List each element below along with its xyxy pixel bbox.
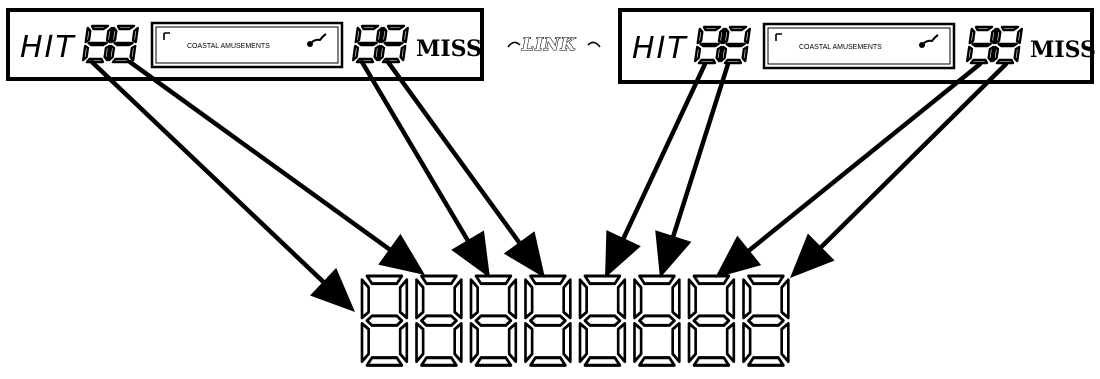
arrow-shaft [127,59,392,252]
arrow-shaft [359,59,470,243]
large-lcd-digit-icon [469,274,518,367]
arrow-shaft [671,61,731,239]
large-lcd-digit-icon [741,274,790,367]
large-eight-digit-display [360,274,790,367]
large-lcd-digit-icon [523,274,572,367]
right-hit-label: HIT [632,31,688,66]
arrow-right-miss-digit-1 [715,61,983,278]
mapping-arrows [89,59,1009,312]
left-music-note-icon [163,32,327,47]
right-music-note-icon [775,33,939,48]
left-brand-text: COASTAL AMUSEMENTS [187,43,270,50]
arrow-left-hit-digit-1 [89,59,355,312]
large-lcd-digit-icon [414,274,463,367]
arrow-shaft [746,61,983,253]
large-lcd-digit-icon [687,274,736,367]
arrow-head-icon [655,230,692,278]
arrow-head-icon [310,267,355,312]
right-brand-text: COASTAL AMUSEMENTS [799,44,882,51]
arrow-shaft [385,59,522,245]
link-label: LINK [521,35,576,55]
arrow-left-miss-digit-1 [359,59,490,278]
arrow-right-hit-digit-2 [655,61,731,278]
arrow-head-icon [605,230,641,278]
arrow-head-icon [503,231,545,278]
left-scoreboard-panel: HIT COASTAL AMUSEMENTS MISS [6,8,484,81]
arrow-right-miss-digit-2 [790,61,1009,278]
right-miss-label: MISS [1030,37,1096,63]
arrow-head-icon [378,233,425,275]
arrow-head-icon [715,235,762,278]
left-hit-label: HIT [20,30,76,65]
arrow-right-hit-digit-1 [605,61,708,278]
arrow-shaft [819,61,1009,250]
left-miss-label: MISS [416,36,482,62]
link-logo: LINK [507,34,601,56]
large-lcd-digit-icon [578,274,627,367]
arrow-shaft [621,61,708,241]
large-lcd-digit-icon [632,274,681,367]
arrow-shaft [89,59,326,284]
large-lcd-digit-icon [360,274,409,367]
arrow-left-hit-digit-2 [127,59,425,275]
arrow-head-icon [451,230,490,278]
arrow-head-icon [790,233,835,278]
arrow-left-miss-digit-2 [385,59,545,278]
right-scoreboard-panel: HIT COASTAL AMUSEMENTS MISS [618,8,1096,84]
